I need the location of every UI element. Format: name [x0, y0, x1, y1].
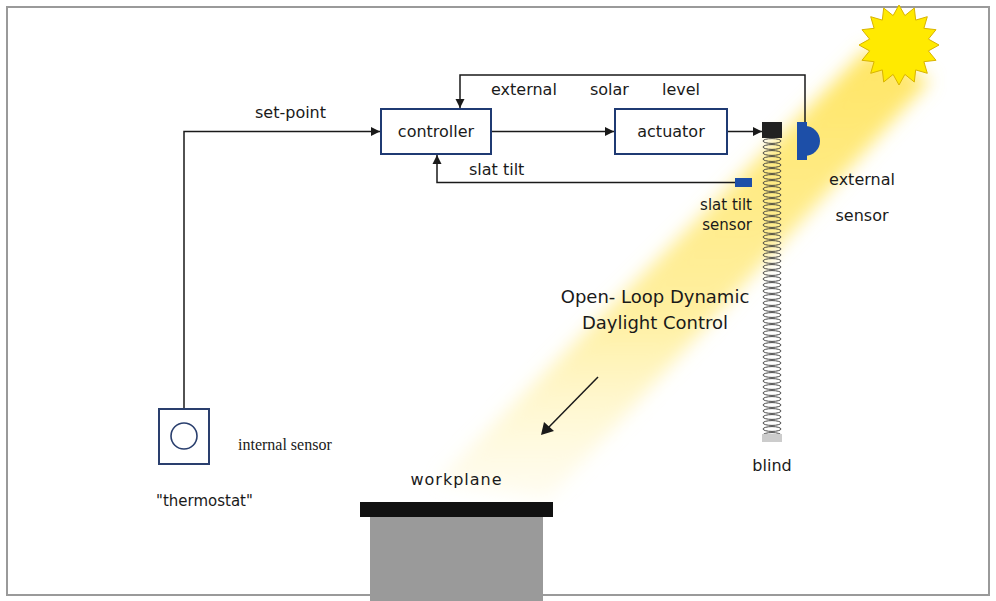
node-label: "thermostat" — [156, 492, 253, 510]
node-label: blind — [752, 456, 791, 475]
blind-bottom — [762, 434, 782, 442]
frame — [7, 7, 989, 595]
arrowhead — [753, 127, 762, 136]
node-label: external sensor — [807, 162, 917, 234]
arrowhead — [433, 155, 442, 164]
node-label: workplane — [410, 470, 502, 489]
node-label: slat tilt sensor — [652, 195, 752, 235]
light-beam — [438, 48, 930, 500]
annotation: Open- Loop Dynamic Daylight Control — [560, 284, 750, 336]
connector-line — [184, 132, 380, 409]
leader-line — [548, 377, 598, 428]
signal-label: slat tilt — [466, 160, 527, 179]
connector-line — [437, 155, 735, 183]
window-blind: blind — [762, 122, 782, 442]
node-label: actuator — [637, 122, 704, 141]
signal-label: set-point — [252, 103, 329, 122]
process-box: actuator — [614, 108, 728, 155]
desk-body — [370, 517, 543, 601]
node-label: controller — [398, 122, 474, 141]
arrowhead — [456, 99, 465, 108]
sensor-dome — [805, 126, 820, 156]
signal-connector — [492, 127, 614, 136]
blind-slats — [762, 138, 782, 436]
connector-line — [492, 131, 614, 133]
leader-arrowhead — [541, 422, 554, 435]
signal-connector — [728, 127, 762, 136]
arrowhead — [605, 127, 614, 136]
node-label: internal sensor — [238, 436, 332, 454]
sun — [859, 5, 939, 85]
arrowhead — [371, 127, 380, 136]
workplane: workplane — [360, 502, 553, 517]
signal-connector — [433, 155, 736, 183]
thermostat-dial — [171, 423, 197, 449]
process-box: controller — [380, 108, 492, 155]
signal-connector — [184, 127, 380, 408]
signal-label: external solar level — [488, 80, 703, 99]
thermostat: internal sensor"thermostat" — [158, 408, 210, 465]
tilt-sensor: slat tilt sensor — [735, 178, 752, 187]
blind-head — [762, 122, 782, 138]
solar-sensor: external sensor — [797, 122, 827, 160]
